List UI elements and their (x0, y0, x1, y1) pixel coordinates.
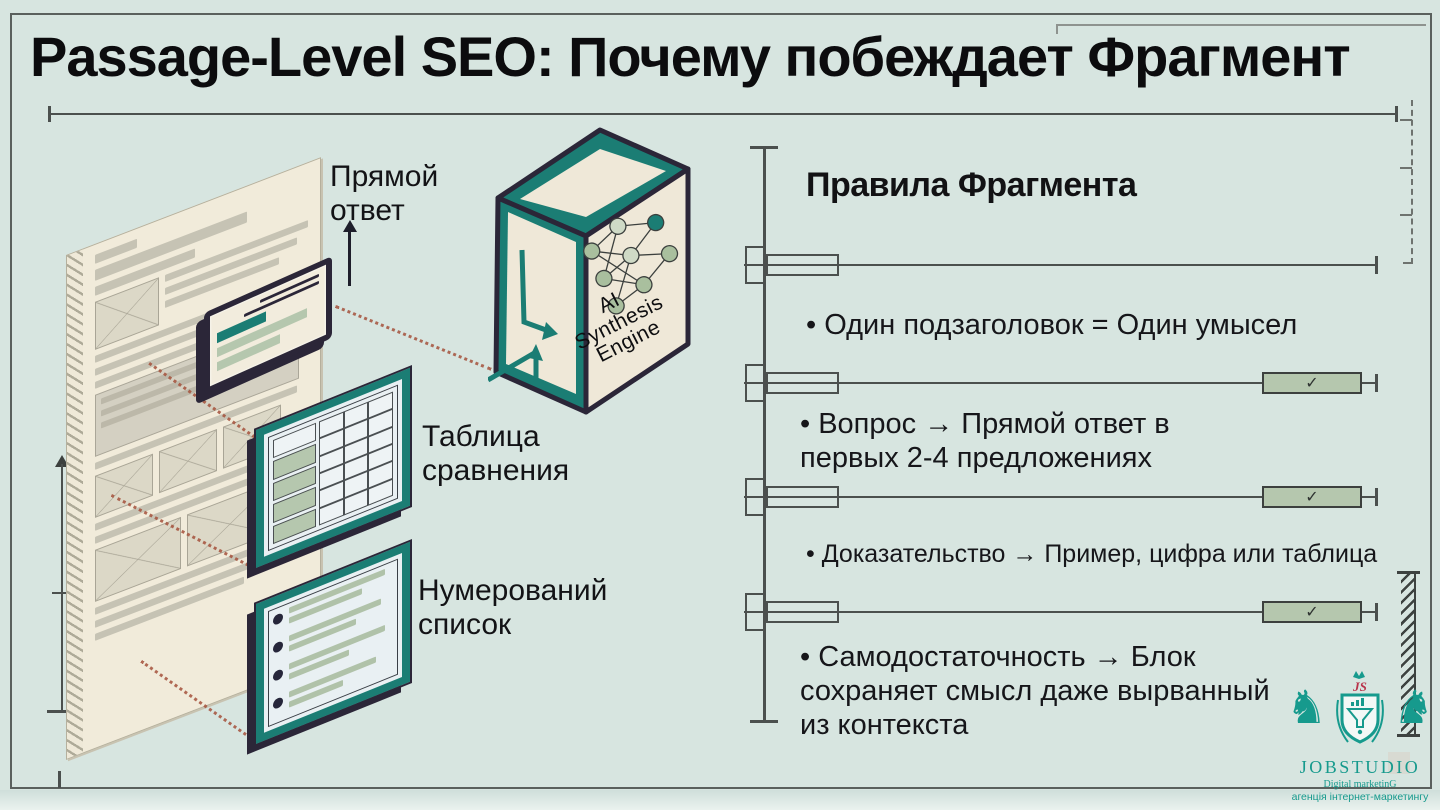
corner-bracket-line (1056, 24, 1426, 34)
bolt-head (745, 478, 766, 516)
check-icon: ✓ (1305, 489, 1319, 506)
rule-checkbox: ✓ (1262, 486, 1362, 508)
rule-item-1: • Один подзаголовок = Один умысел (806, 309, 1298, 341)
rule-checkbox: ✓ (1262, 372, 1362, 394)
left-dimension-mid-tick (52, 592, 72, 594)
rule-item-2: • Вопрос → Прямой ответ в первых 2-4 пре… (800, 408, 1170, 475)
ruler-tick (1400, 167, 1412, 169)
blueprint-frame (10, 13, 1432, 789)
page-title: Passage-Level SEO: Почему побеждает Фраг… (30, 25, 1351, 88)
corner-square (1388, 752, 1410, 774)
up-arrow-icon (343, 220, 356, 286)
bolt-end-tick (1375, 256, 1378, 274)
label-comparison-table: Таблица сравнения (422, 420, 570, 488)
horse-left-icon: ♞ (1286, 680, 1328, 734)
label-direct-answer: Прямой ответ (330, 160, 439, 228)
logo-emblem: ♞ ♞ JS (1278, 670, 1440, 756)
rule-checkbox: ✓ (1262, 601, 1362, 623)
hatch-cap (1397, 734, 1420, 737)
logo-monogram: JS (1352, 679, 1367, 694)
bottom-edge-strip (0, 790, 1440, 810)
table-grid (319, 391, 393, 526)
ruler-tick (1400, 119, 1412, 121)
rules-heading: Правила Фрагмента (806, 166, 1137, 204)
axis-cap (750, 720, 778, 723)
flow-arrow-icon (486, 249, 558, 384)
list-bullet-dot (273, 640, 283, 655)
rule-item-4: • Самодостаточность → Блок сохраняет смы… (800, 641, 1270, 741)
ruler-end-bend (1403, 262, 1413, 264)
logo-subtitle: агенція інтернет-маркетингу (1291, 791, 1429, 803)
bolt-shaft-line (744, 264, 1377, 266)
ai-engine-box (486, 122, 698, 427)
hatch-bar (1401, 573, 1416, 736)
horse-right-icon: ♞ (1392, 680, 1434, 734)
axis-cap (750, 146, 778, 149)
neural-network-icon (583, 213, 679, 315)
bolt-shank (766, 372, 839, 394)
dimension-arrow-icon (55, 455, 69, 467)
crown-icon (1353, 671, 1365, 679)
shield-icon: JS (1336, 671, 1384, 744)
list-bullet-dot (273, 696, 283, 711)
bolt-shank (766, 486, 839, 508)
table-left-column (273, 422, 317, 545)
list-bullet-dot (273, 668, 283, 683)
bolt-head (745, 593, 766, 631)
bolt-head (745, 364, 766, 402)
bolt-shaft-line (744, 382, 1377, 384)
rules-axis-line (763, 147, 766, 723)
bolt-end-tick (1375, 488, 1378, 506)
list-bullet-dot (273, 612, 283, 627)
bolt-shank (766, 254, 839, 276)
bolt-shaft-line (744, 496, 1377, 498)
title-dimension-line (48, 106, 1398, 122)
logo-name: JOBSTUDIO (1299, 757, 1421, 777)
bolt-end-tick (1375, 603, 1378, 621)
left-dimension-line (61, 464, 63, 712)
bottom-tick-mark (58, 771, 61, 788)
rule-item-3: • Доказательство → Пример, цифра или таб… (806, 540, 1378, 568)
hatch-cap (1397, 571, 1420, 574)
check-icon: ✓ (1305, 375, 1319, 392)
bolt-shank (766, 601, 839, 623)
ruler-tick (1400, 214, 1412, 216)
bolt-head (745, 246, 766, 284)
left-dimension-foot (47, 710, 75, 713)
right-ruler (1411, 100, 1413, 264)
logo-tagline: Digital marketinG (1323, 779, 1397, 790)
check-icon: ✓ (1305, 604, 1319, 621)
ai-engine-box-drawing (486, 127, 691, 415)
bolt-end-tick (1375, 374, 1378, 392)
label-numbered-list: Нумерований список (418, 574, 608, 642)
image-placeholder (95, 516, 181, 602)
bolt-shaft-line (744, 611, 1377, 613)
company-logo: ♞ ♞ JS JOBSTUDIO Digital marketinG агенц… (1278, 670, 1440, 803)
page-edge-hatch (67, 249, 83, 759)
